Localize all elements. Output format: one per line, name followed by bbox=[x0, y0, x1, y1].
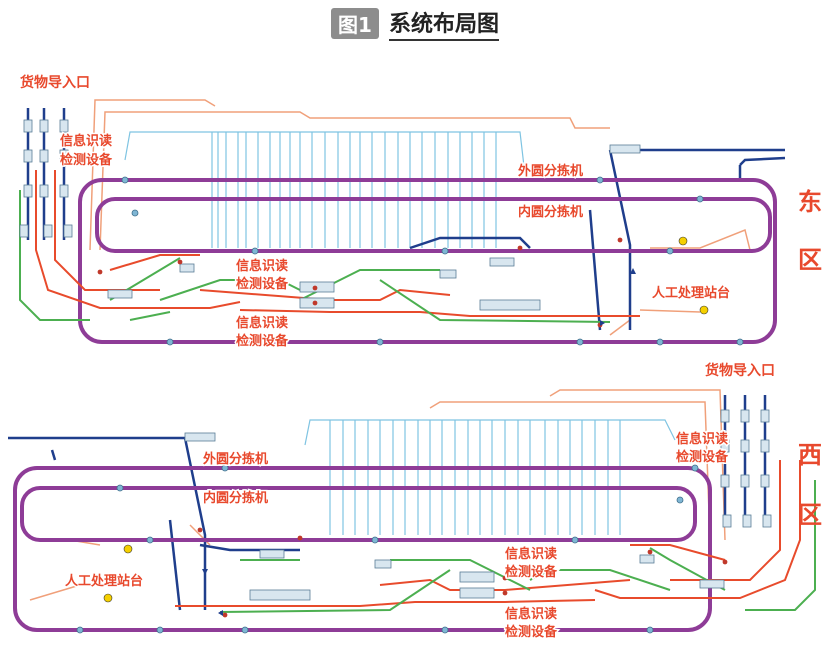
east-outer-loop bbox=[78, 178, 777, 344]
west-equipment bbox=[184, 409, 772, 601]
west-section: 货物导入口 信息识读 检测设备 外圆分拣机 内圆分拣机 信息识读 检测设备 信息… bbox=[8, 361, 822, 642]
west-info-detector-mid-label: 检测设备 bbox=[505, 564, 558, 580]
west-info-detector-low-label: 检测设备 bbox=[505, 624, 558, 640]
east-loop-nodes bbox=[121, 176, 744, 346]
west-transfer-lines bbox=[29, 389, 726, 601]
east-info-detector-top-label: 检测设备 bbox=[60, 152, 113, 168]
east-chutes bbox=[124, 131, 526, 248]
west-info-reader-top-label: 信息识读 bbox=[676, 431, 728, 447]
figure-heading: 图1 系统布局图 bbox=[0, 6, 830, 41]
west-info-detector-top-label: 检测设备 bbox=[676, 449, 729, 465]
east-info-detector-low-label: 检测设备 bbox=[236, 333, 289, 349]
east-info-reader-top-label: 信息识读 bbox=[60, 133, 112, 149]
west-cargo-entry-label: 货物导入口 bbox=[704, 362, 775, 379]
west-zone-char-1: 西 bbox=[798, 441, 822, 469]
west-warning-badges bbox=[103, 544, 133, 603]
west-info-reader-mid-label: 信息识读 bbox=[505, 546, 557, 562]
west-outer-loop bbox=[13, 466, 712, 632]
east-info-reader-low-label: 信息识读 bbox=[236, 315, 288, 331]
east-cargo-entry-label: 货物导入口 bbox=[19, 74, 90, 91]
east-scanner-marks bbox=[97, 237, 623, 328]
east-outer-sorter-label: 外圆分拣机 bbox=[517, 163, 583, 179]
east-info-detector-mid-label: 检测设备 bbox=[236, 276, 289, 292]
west-outer-sorter-label: 外圆分拣机 bbox=[202, 451, 268, 467]
east-info-reader-mid-label: 信息识读 bbox=[236, 258, 288, 274]
east-return-lines bbox=[35, 170, 640, 317]
east-warning-badges bbox=[678, 236, 709, 315]
east-zone-char-2: 区 bbox=[798, 246, 822, 274]
east-zone-char-1: 东 bbox=[798, 188, 822, 216]
west-loop-nodes bbox=[76, 464, 699, 634]
west-zone-char-2: 区 bbox=[798, 501, 822, 529]
west-scanner-marks bbox=[197, 527, 728, 618]
east-inner-loop bbox=[95, 197, 772, 253]
figure-badge: 图1 bbox=[331, 7, 379, 39]
west-flow-arrows bbox=[202, 569, 223, 616]
west-inner-loop bbox=[20, 486, 697, 542]
east-flow-arrows bbox=[600, 268, 636, 326]
east-transfer-lines bbox=[89, 99, 751, 336]
west-chutes bbox=[304, 419, 676, 535]
east-inner-sorter-label: 内圆分拣机 bbox=[518, 204, 583, 220]
west-manual-station-label: 人工处理站台 bbox=[65, 573, 143, 589]
east-manual-station-label: 人工处理站台 bbox=[652, 285, 730, 301]
west-info-reader-low-label: 信息识读 bbox=[505, 606, 557, 622]
east-section: 货物导入口 信息识读 检测设备 外圆分拣机 内圆分拣机 信息识读 检测设备 信息… bbox=[18, 73, 823, 351]
west-inner-sorter-label: 内圆分拣机 bbox=[203, 490, 268, 506]
figure-title: 系统布局图 bbox=[388, 6, 499, 41]
